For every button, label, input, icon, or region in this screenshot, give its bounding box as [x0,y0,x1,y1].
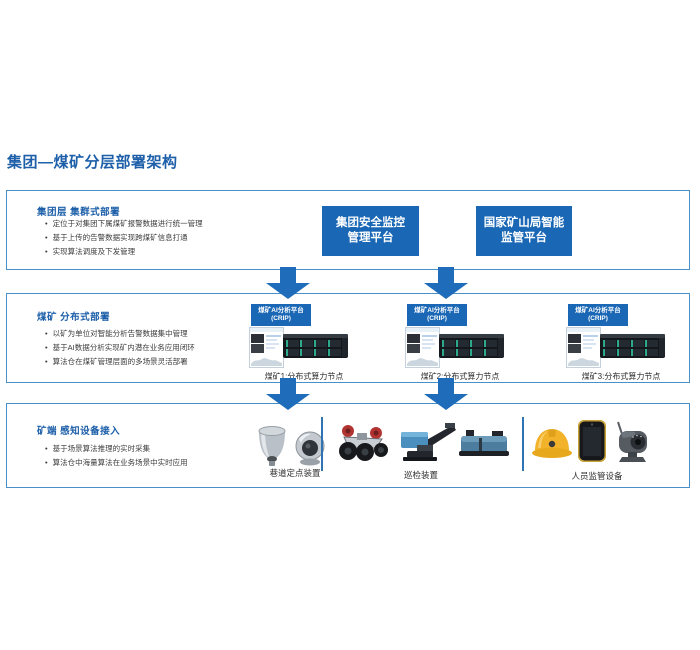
ai-platform-label: 煤矿AI分析平台 (CRIP) [568,304,628,326]
bullet-item: 基于上传的告警数据实现跨煤矿信息打通 [45,231,203,245]
bullet-item: 基于AI数据分析实现矿内潜在业务应用闭环 [45,341,195,355]
edge-layer-panel: 矿端 感知设备接入 基于场景算法推理的实时采集 算法仓中海量算法在业务场景中实时… [6,403,690,488]
mine-layer-bullets: 以矿为单位对智能分析告警数据集中管理 基于AI数据分析实现矿内潜在业务应用闭环 … [45,327,195,369]
bullet-item: 算法仓中海量算法在业务场景中实时应用 [45,456,188,470]
down-arrow-icon [266,267,310,299]
dashboard-screenshot-icon [405,327,440,368]
bullet-item: 算法仓在煤矿管理层面的多场景灵活部署 [45,355,195,369]
ai-platform-label: 煤矿AI分析平台 (CRIP) [407,304,467,326]
mini-dome-camera-icon [295,431,325,466]
cluster-caption: 煤矿2:分布式算力节点 [420,372,500,381]
bullet-item: 实现算法调度及下发管理 [45,245,203,259]
rack-server-icon [600,334,665,358]
ip-camera-icon [617,421,647,462]
bullet-item: 定位于对集团下属煤矿报警数据进行统一管理 [45,217,203,231]
bullet-item: 基于场景算法推理的实时采集 [45,442,188,456]
label-line1: 煤矿AI分析平台 [258,307,304,314]
inspection-robot-icon [339,425,388,461]
mine-layer-panel: 煤矿 分布式部署 以矿为单位对智能分析告警数据集中管理 基于AI数据分析实现矿内… [6,293,690,383]
group-layer-bullets: 定位于对集团下属煤矿报警数据进行统一管理 基于上传的告警数据实现跨煤矿信息打通 … [45,217,203,259]
down-arrow-icon [424,378,468,410]
vertical-divider [321,417,323,471]
dashboard-screenshot-icon [249,327,284,368]
platform-label-line2: 管理平台 [347,232,394,244]
device-group-caption: 巷道定点装置 [269,468,321,478]
compute-cluster-mine1: 煤矿AI分析平台 (CRIP) [249,304,359,390]
label-line2: (CRIP) [427,315,447,322]
state-mine-bureau-platform-node: 国家矿山局智能 监管平台 [476,206,572,256]
dashboard-screenshot-icon [566,327,601,368]
platform-label-line2: 监管平台 [501,232,547,244]
mining-machine-icon [459,430,509,456]
group-layer-panel: 集团层 集群式部署 定位于对集团下属煤矿报警数据进行统一管理 基于上传的告警数据… [6,190,690,270]
cluster-caption: 煤矿1:分布式算力节点 [264,372,344,381]
compute-cluster-mine2: 煤矿AI分析平台 (CRIP) [405,304,515,390]
edge-layer-heading: 矿端 感知设备接入 [37,426,121,437]
edge-layer-bullets: 基于场景算法推理的实时采集 算法仓中海量算法在业务场景中实时应用 [45,442,188,470]
ai-platform-label: 煤矿AI分析平台 (CRIP) [251,304,311,326]
rack-server-icon [283,334,348,358]
cluster-caption: 煤矿3:分布式算力节点 [581,372,661,381]
rack-server-icon [439,334,504,358]
rail-inspection-device-icon [401,423,456,461]
label-line2: (CRIP) [588,315,608,322]
device-group-caption: 人员监管设备 [571,471,623,481]
vertical-divider [522,417,524,471]
label-line1: 煤矿AI分析平台 [575,307,621,314]
label-line2: (CRIP) [271,315,291,322]
rugged-phone-icon [578,420,606,462]
platform-label-line1: 集团安全监控 [336,217,405,229]
group-layer-heading: 集团层 集群式部署 [37,207,121,218]
bullet-item: 以矿为单位对智能分析告警数据集中管理 [45,327,195,341]
down-arrow-icon [424,267,468,299]
dome-camera-icon [258,426,286,466]
down-arrow-icon [266,378,310,410]
label-line1: 煤矿AI分析平台 [414,307,460,314]
page-title: 集团—煤矿分层部署架构 [7,154,178,171]
safety-helmet-icon [532,429,572,458]
compute-cluster-mine3: 煤矿AI分析平台 (CRIP) [566,304,676,390]
device-group-caption: 巡检装置 [403,470,438,480]
group-safety-platform-node: 集团安全监控 管理平台 [322,206,419,256]
mine-layer-heading: 煤矿 分布式部署 [37,312,111,323]
platform-label-line1: 国家矿山局智能 [483,217,565,229]
